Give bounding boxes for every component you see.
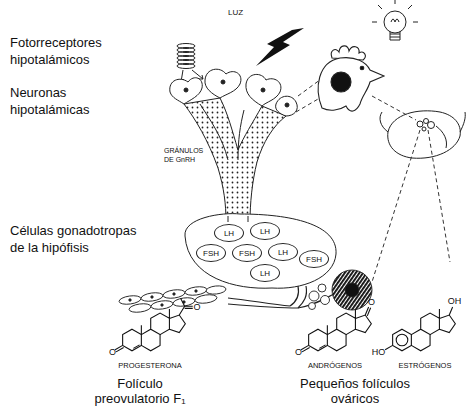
atom-label: O: [295, 347, 303, 357]
neck: [380, 112, 388, 132]
gnrh-granule-tract: [184, 98, 286, 222]
pituitary-outline: [185, 214, 336, 289]
follicle-label: Pequeños folículos ováricos: [290, 376, 420, 406]
structure-label: Fotorreceptores hipotalámicos: [10, 34, 130, 68]
bulb-glass: [384, 11, 406, 33]
preovulatory-follicle: [119, 285, 227, 314]
axon: [200, 104, 244, 160]
neuron-body: [276, 96, 298, 116]
gonadotrope-cell: FSH: [196, 244, 226, 262]
bulb-thread: [390, 34, 400, 37]
atom-label: O: [193, 302, 201, 312]
eye: [360, 66, 364, 70]
follicle-core: [345, 283, 359, 297]
gonadotrope-cell: LH: [268, 243, 298, 261]
body-outline: [388, 111, 461, 158]
bulb-filament: [391, 19, 399, 22]
gonadotrope-cell: FSH: [232, 244, 262, 262]
granulosa-cell: [129, 303, 152, 314]
progesterone-structure: [115, 298, 193, 352]
granule-label: GRÁNULOS DE GnRH: [164, 146, 206, 164]
steroid-skeleton: [309, 309, 372, 351]
estrogen-structure: [385, 307, 455, 351]
atom-label: O: [368, 297, 376, 307]
neurons: [170, 69, 297, 222]
androgen-structure: [301, 307, 371, 352]
atom-label: OH: [447, 296, 462, 306]
head-outline: [318, 58, 384, 111]
cell-nucleus: [129, 299, 131, 301]
gonadotrope-cell: LH: [250, 222, 280, 240]
steroid-bonds: [385, 307, 453, 350]
ovary-follicle: [417, 121, 423, 127]
gonadotrope-cell: LH: [250, 264, 280, 282]
bulb-base: [390, 31, 400, 40]
tail: [460, 112, 465, 132]
cell-label: LH: [260, 227, 270, 236]
lightning-bolt: [256, 28, 304, 66]
light-rays: [372, 0, 418, 22]
coil-turn: [177, 64, 195, 69]
neuron-body: [246, 74, 281, 106]
atom-label: O: [109, 347, 117, 357]
small-follicle: [309, 291, 319, 301]
granulosa-cell: [151, 300, 174, 311]
granulosa-cell: [206, 285, 227, 295]
cell-nucleus: [151, 296, 153, 298]
small-follicle: [318, 284, 326, 292]
neuron-nucleus: [261, 88, 265, 92]
cell-label: LH: [278, 248, 288, 257]
cell-nucleus: [173, 293, 175, 295]
small-follicle: [309, 303, 316, 310]
steroid-bonds: [115, 298, 193, 352]
leader-line: [372, 96, 450, 282]
steroid-bonds: [301, 307, 371, 352]
small-follicles: [309, 270, 373, 310]
ovary-follicle: [422, 127, 426, 131]
neuron-nucleus: [184, 88, 188, 92]
cell-label: FSH: [306, 255, 322, 264]
dark-follicle: [332, 270, 372, 310]
neuron-nucleus: [285, 103, 289, 107]
atom-label: HO: [371, 347, 386, 357]
hypothalamus-spot: [331, 72, 351, 92]
structure-label: Neuronas hipotalámicas: [10, 84, 120, 118]
hormone-name: ANDRÓGENOS: [285, 361, 385, 370]
ovary-follicle: [428, 122, 435, 129]
small-follicle: [321, 296, 330, 305]
cell-label: FSH: [203, 249, 219, 258]
vessel: [290, 286, 299, 306]
aromatic-ring: [396, 334, 408, 346]
hormone-name: ESTRÓGENOS: [375, 361, 467, 370]
steroid-skeleton: [123, 309, 186, 351]
hen-body: [380, 111, 465, 158]
light-bulb: [372, 0, 418, 40]
structure-label: Células gonadotropas de la hipófisis: [10, 222, 145, 256]
stalk-join: [228, 216, 248, 222]
light-label: LUZ: [228, 8, 268, 18]
neuron-nucleus: [221, 80, 225, 84]
vessel-branch: [228, 304, 298, 308]
hormone-name: PROGESTERONA: [100, 361, 200, 370]
cell-label: FSH: [239, 249, 255, 258]
neuron-body: [205, 69, 241, 98]
steroid-skeleton: [393, 309, 456, 351]
gonadotrope-cell: LH: [214, 224, 244, 242]
cell-label: LH: [224, 229, 234, 238]
cell-nucleus: [195, 290, 197, 292]
cell-nucleus: [161, 304, 163, 306]
neuron-body: [170, 78, 202, 104]
follicle-label: Folículo preovulatorio F₁: [85, 376, 195, 406]
gonadotrope-cell: FSH: [299, 250, 329, 268]
photoreceptor-coil: [177, 44, 203, 83]
vessel: [298, 286, 307, 308]
oviduct: [436, 126, 447, 148]
cell-label: LH: [260, 269, 270, 278]
hen-head: [318, 46, 384, 111]
